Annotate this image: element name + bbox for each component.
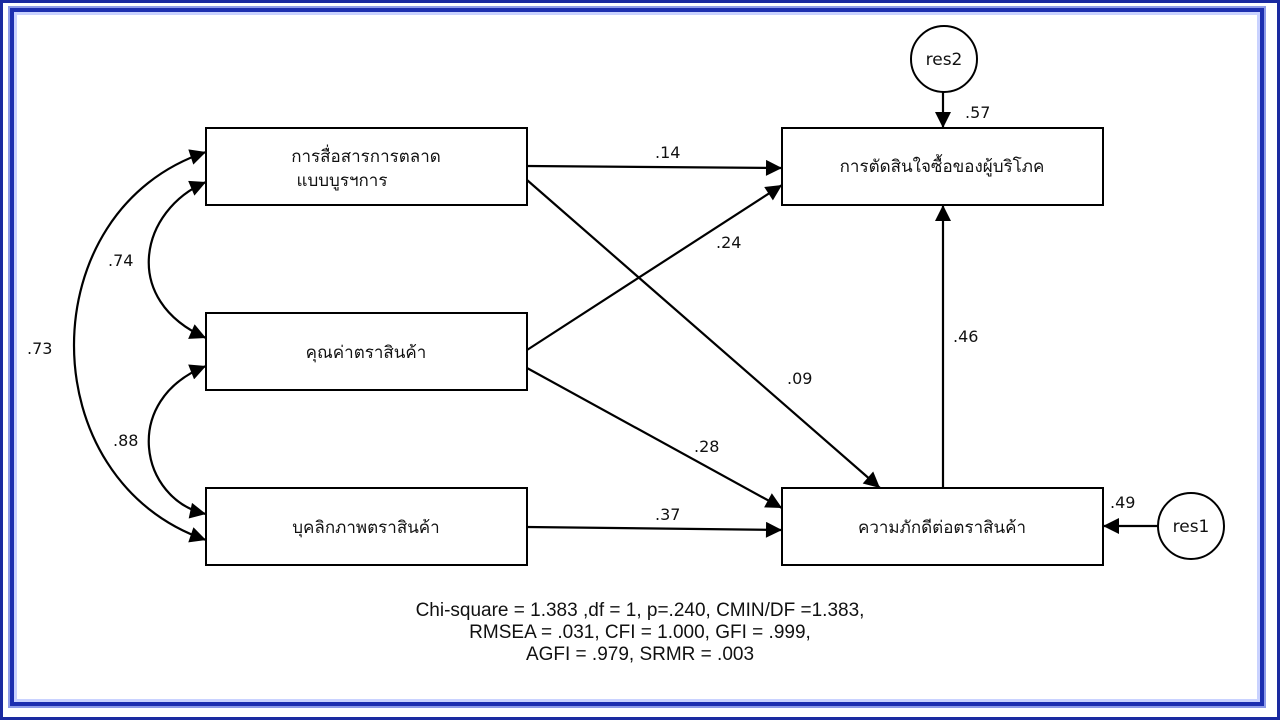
coef-value-to-loyalty: .28 xyxy=(694,437,719,456)
fit-indices: Chi-square = 1.383 ,df = 1, p=.240, CMIN… xyxy=(0,600,1280,666)
corr-arc-marketing-value xyxy=(147,180,207,340)
fit-line-2: RMSEA = .031, CFI = 1.000, GFI = .999, xyxy=(469,622,811,643)
node-brand-value-label: คุณค่าตราสินค้า xyxy=(306,343,427,363)
fit-line-1: Chi-square = 1.383 ,df = 1, p=.240, CMIN… xyxy=(415,600,865,621)
node-marketing-line2: แบบบูรฯการ xyxy=(297,171,388,191)
coef-res2: .57 xyxy=(965,103,990,122)
node-brand-loyalty xyxy=(781,487,1104,566)
corr-arc-value-personality xyxy=(147,364,207,519)
path-value-to-decision xyxy=(526,184,783,351)
fit-line-3: AGFI = .979, SRMR = .003 xyxy=(525,644,755,665)
node-brand-personality xyxy=(205,487,528,566)
node-marketing-line1: การสื่อสารการตลาด xyxy=(291,144,441,167)
node-brand-loyalty-label: ความภักดีต่อตราสินค้า xyxy=(858,518,1026,538)
node-brand-value xyxy=(205,312,528,391)
corr-arc-marketing-personality xyxy=(72,149,207,543)
node-purchase-decision xyxy=(781,127,1104,206)
path-marketing-to-decision xyxy=(526,159,783,176)
path-marketing-to-loyalty xyxy=(526,179,881,489)
node-res1-label: res1 xyxy=(1173,517,1210,537)
coef-marketing-to-decision: .14 xyxy=(655,143,680,162)
corr-value-personality: .88 xyxy=(113,431,138,450)
coef-res1: .49 xyxy=(1110,493,1135,512)
node-res1 xyxy=(1157,492,1225,560)
node-res2 xyxy=(910,25,978,93)
node-marketing-communication xyxy=(205,127,528,206)
corr-marketing-personality: .73 xyxy=(27,339,52,358)
node-brand-personality-label: บุคลิกภาพตราสินค้า xyxy=(292,518,439,538)
node-res2-label: res2 xyxy=(926,50,963,70)
coef-marketing-to-loyalty: .09 xyxy=(787,369,812,388)
path-personality-to-loyalty xyxy=(526,521,783,538)
coef-personality-to-loyalty: .37 xyxy=(655,505,680,524)
corr-marketing-value: .74 xyxy=(108,251,133,270)
coef-value-to-decision: .24 xyxy=(716,233,741,252)
coef-loyalty-to-decision: .46 xyxy=(953,327,978,346)
path-value-to-loyalty xyxy=(526,367,783,509)
node-purchase-decision-label: การตัดสินใจซื้อของผู้บริโภค xyxy=(840,154,1045,177)
